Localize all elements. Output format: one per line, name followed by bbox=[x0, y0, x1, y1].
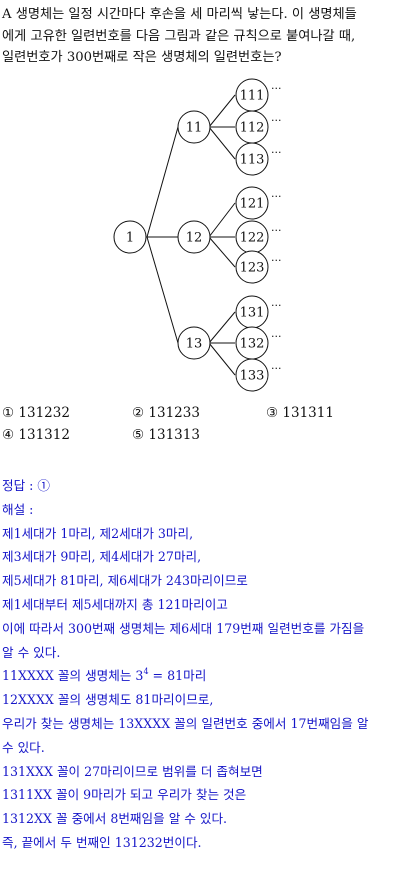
continuation-ellipsis: ··· bbox=[271, 254, 282, 267]
node-label: 123 bbox=[240, 261, 265, 276]
continuation-ellipsis: ··· bbox=[271, 299, 282, 312]
solution-line: 제5세대가 81마리, 제6세대가 243마리이므로 bbox=[2, 573, 248, 589]
edge-13-133 bbox=[208, 342, 236, 376]
continuation-ellipsis: ··· bbox=[271, 146, 282, 159]
node-label: 12 bbox=[186, 231, 203, 246]
power-line: 11XXXX 꼴의 생명체는 34 = 81마리 bbox=[2, 664, 398, 688]
node-label: 112 bbox=[240, 121, 265, 136]
solution-line: 수 있다. bbox=[2, 739, 45, 755]
solution-line: 12XXXX 꼴의 생명체도 81마리이므로, bbox=[2, 692, 214, 708]
continuation-ellipsis: ··· bbox=[271, 224, 282, 237]
node-circle bbox=[235, 358, 269, 392]
solution-line: 1311XX 꼴이 9마리가 되고 우리가 찾는 것은 bbox=[2, 787, 247, 803]
node-label: 13 bbox=[186, 337, 203, 352]
choice-value: 131312 bbox=[18, 427, 70, 443]
node-circle bbox=[235, 186, 269, 220]
solution-line: 131XXX 꼴이 27마리이므로 범위를 더 좁혀보면 bbox=[2, 763, 263, 779]
choice-value: 131233 bbox=[148, 405, 200, 421]
node-label: 133 bbox=[240, 369, 265, 384]
node-circle bbox=[177, 326, 211, 360]
node-circle bbox=[177, 110, 211, 144]
node-label: 111 bbox=[240, 89, 265, 104]
choice-value: 131313 bbox=[148, 427, 200, 443]
choice-value: 131311 bbox=[282, 405, 334, 421]
edge-13-131 bbox=[208, 311, 236, 344]
solution-line: 제3세대가 9마리, 제4세대가 27마리, bbox=[2, 549, 202, 565]
edge-1-13 bbox=[146, 236, 179, 344]
solution-line: 이에 따라서 300번째 생명체는 제6세대 179번째 일련번호를 가짐을 bbox=[2, 620, 365, 636]
power-line-post: = 81마리 bbox=[148, 668, 207, 684]
node-label: 121 bbox=[240, 197, 265, 212]
choice-2[interactable]: ② 131233 bbox=[132, 405, 200, 421]
answer-line: 정답 : ① bbox=[2, 478, 51, 493]
edge-1-11 bbox=[146, 126, 179, 238]
problem-line: 에게 고유한 일련번호를 다음 그림과 같은 규칙으로 붙여나갈 때, bbox=[2, 28, 356, 44]
choice-number: ④ bbox=[2, 427, 15, 443]
edge-12-121 bbox=[208, 202, 236, 238]
node-label: 11 bbox=[186, 121, 203, 136]
node-label: 131 bbox=[240, 306, 265, 321]
serial-number-tree-diagram: 1 11 12 13 111 112 113 121 122 123 131 1… bbox=[113, 78, 282, 392]
problem-line: 일련번호가 300번째로 작은 생명체의 일련번호는? bbox=[2, 50, 282, 65]
choice-3[interactable]: ③ 131311 bbox=[266, 405, 334, 421]
problem-text: A 생명체는 일정 시간마다 후손을 세 마리씩 낳는다. 이 생명체들 에게 … bbox=[2, 4, 398, 69]
edge-11-113 bbox=[208, 126, 236, 160]
choice-number: ③ bbox=[266, 405, 279, 421]
node-circle bbox=[113, 220, 147, 254]
continuation-ellipsis: ··· bbox=[271, 82, 282, 95]
problem-line: A 생명체는 일정 시간마다 후손을 세 마리씩 낳는다. 이 생명체들 bbox=[2, 7, 357, 22]
choice-5[interactable]: ⑤ 131313 bbox=[132, 427, 200, 443]
continuation-ellipsis: ··· bbox=[271, 330, 282, 343]
continuation-ellipsis: ··· bbox=[271, 362, 282, 375]
power-exponent: 4 bbox=[143, 667, 149, 677]
solution-line: 즉, 끝에서 두 번째인 131232번이다. bbox=[2, 834, 202, 850]
choice-value: 131232 bbox=[18, 405, 70, 421]
solution-line: 제1세대부터 제5세대까지 총 121마리이고 bbox=[2, 596, 228, 612]
solution-line: 1312XX 꼴 중에서 8번째임을 알 수 있다. bbox=[2, 811, 228, 827]
continuation-ellipsis: ··· bbox=[271, 114, 282, 127]
node-label: 1 bbox=[126, 231, 134, 246]
solution-line: 제1세대가 1마리, 제2세대가 3마리, bbox=[2, 525, 194, 541]
node-circle bbox=[177, 220, 211, 254]
choice-number: ① bbox=[2, 405, 15, 421]
explanation-label: 해설 : bbox=[2, 501, 34, 517]
solution-section: 정답 : ① 해설 : 제1세대가 1마리, 제2세대가 3마리, 제3세대가 … bbox=[2, 474, 398, 855]
edge-11-111 bbox=[208, 94, 236, 128]
choice-4[interactable]: ④ 131312 bbox=[2, 427, 70, 443]
node-label: 113 bbox=[240, 153, 265, 168]
choice-number: ② bbox=[132, 405, 145, 421]
tree-edges bbox=[146, 94, 236, 376]
node-circle bbox=[235, 142, 269, 176]
choice-1[interactable]: ① 131232 bbox=[2, 405, 70, 421]
node-label: 132 bbox=[240, 337, 265, 352]
node-label: 122 bbox=[240, 231, 265, 246]
solution-line: 우리가 찾는 생명체는 13XXXX 꼴의 일련번호 중에서 17번째임을 알 bbox=[2, 715, 369, 731]
edge-12-123 bbox=[208, 236, 236, 268]
node-circle bbox=[235, 250, 269, 284]
solution-line: 알 수 있다. bbox=[2, 644, 61, 660]
choice-number: ⑤ bbox=[132, 427, 145, 443]
power-line-pre: 11XXXX 꼴의 생명체는 3 bbox=[2, 668, 144, 684]
continuation-ellipsis: ··· bbox=[271, 190, 282, 203]
